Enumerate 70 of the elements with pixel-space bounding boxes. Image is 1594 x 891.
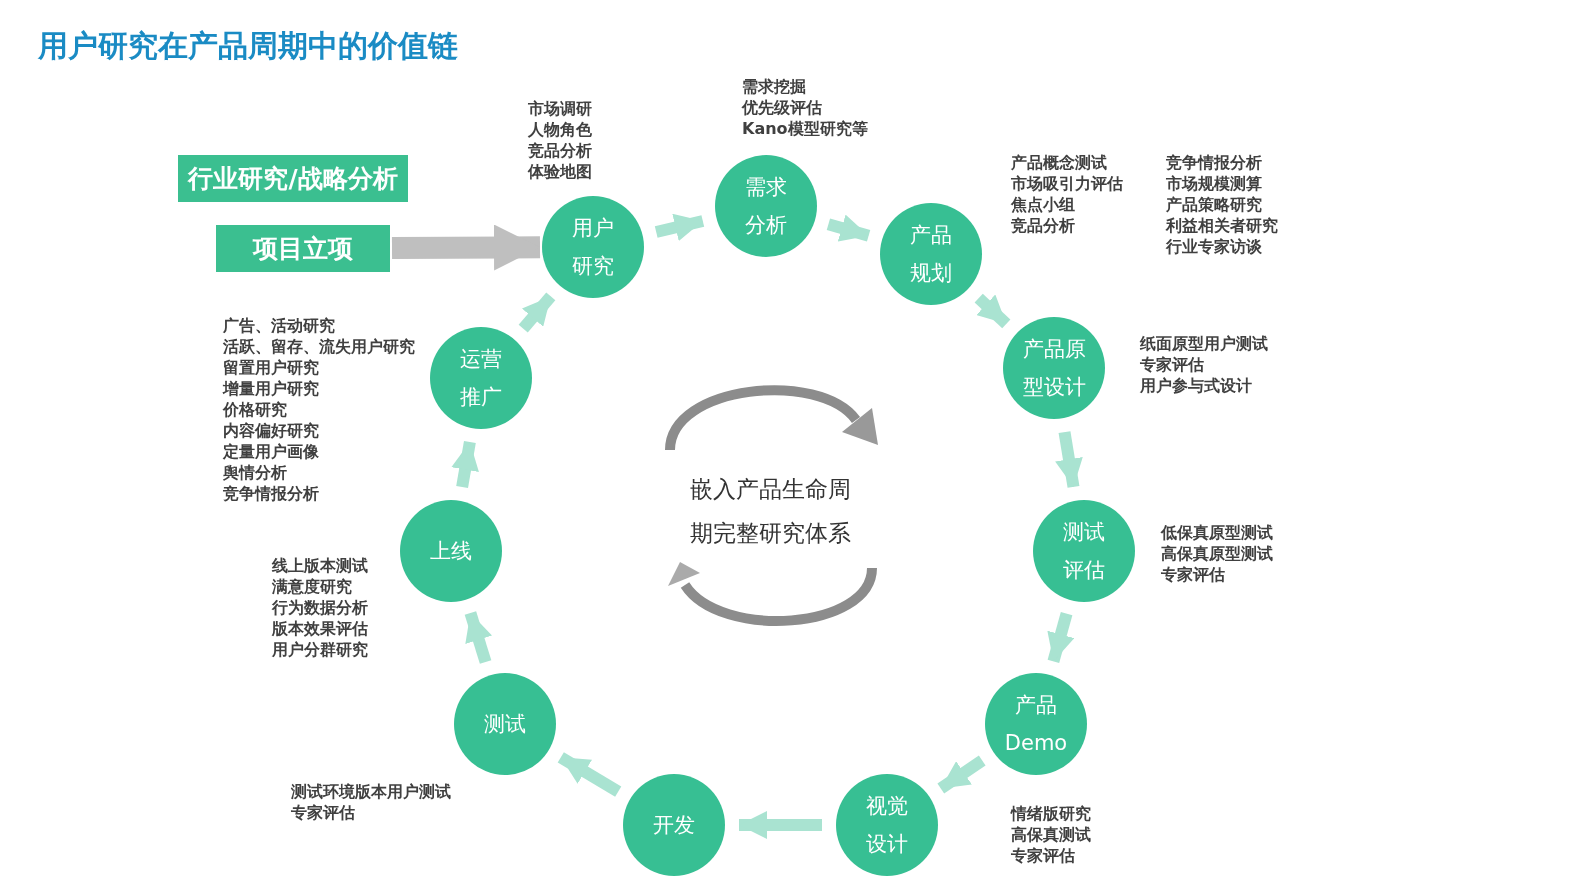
research-method-text: 利益相关者研究 [1166, 215, 1278, 236]
research-method-text: 高保真测试 [1011, 824, 1091, 845]
stage-label: 上线 [429, 538, 473, 565]
research-method-text: 测试环境版本用户测试 [291, 781, 451, 802]
center-caption: 嵌入产品生命周期完整研究体系 [688, 475, 852, 548]
research-method-text: 人物角色 [528, 119, 592, 140]
research-method-text: 竞品分析 [1011, 215, 1075, 236]
research-method-text: 需求挖掘 [742, 76, 806, 97]
research-method-text: 市场规模测算 [1166, 173, 1262, 194]
research-method-text: 内容偏好研究 [223, 420, 319, 441]
research-method-text: 产品概念测试 [1011, 152, 1107, 173]
stage-label: 项目立项 [253, 233, 353, 265]
research-method-text: 专家评估 [1140, 354, 1204, 375]
flow-arrow [518, 292, 556, 333]
stage-label: 产品原型设计 [1021, 336, 1087, 401]
flow-arrow [826, 214, 871, 242]
flow-arrow [937, 755, 986, 794]
stage-label: 测试评估 [1062, 519, 1106, 584]
research-method-text: 竞品分析 [528, 140, 592, 161]
research-method-text: 低保真原型测试 [1161, 522, 1273, 543]
research-method-text: 专家评估 [1161, 564, 1225, 585]
research-method-text: 优先级评估 [742, 97, 822, 118]
stage-label: 视觉设计 [865, 793, 909, 858]
stage-label: 用户研究 [571, 215, 615, 280]
research-method-text: 情绪版研究 [1011, 803, 1091, 824]
research-method-text: 市场吸引力评估 [1011, 173, 1123, 194]
research-method-text: 竞争情报分析 [1166, 152, 1262, 173]
flow-arrow [557, 752, 622, 797]
flow-arrow [451, 440, 479, 489]
research-method-text: 价格研究 [223, 399, 287, 420]
research-method-text: 用户参与式设计 [1140, 375, 1252, 396]
stage-label-box [216, 225, 390, 272]
research-method-text: 定量用户画像 [223, 441, 319, 462]
research-method-text: 广告、活动研究 [223, 315, 335, 336]
stage-label: 测试 [483, 711, 527, 738]
stage-label: 需求分析 [744, 174, 788, 239]
research-method-text: 增量用户研究 [223, 378, 319, 399]
research-method-text: 留置用户研究 [223, 357, 319, 378]
flow-arrow [1055, 431, 1083, 488]
research-method-text: 版本效果评估 [272, 618, 368, 639]
stage-label-box [178, 155, 408, 202]
research-method-text: 活跃、留存、流失用户研究 [223, 336, 415, 357]
research-method-text: 专家评估 [291, 802, 355, 823]
flow-arrow [391, 224, 541, 271]
research-method-text: 行为数据分析 [272, 597, 368, 618]
stage-label: 产品Demo [1003, 692, 1069, 757]
research-method-text: Kano模型研究等 [742, 118, 868, 139]
research-method-text: 市场调研 [528, 98, 592, 119]
stage-label: 运营推广 [459, 346, 503, 411]
research-method-text: 满意度研究 [272, 576, 352, 597]
research-method-text: 产品策略研究 [1166, 194, 1262, 215]
research-method-text: 用户分群研究 [272, 639, 368, 660]
flow-arrow [654, 213, 705, 242]
research-method-text: 专家评估 [1011, 845, 1075, 866]
research-method-text: 线上版本测试 [272, 555, 368, 576]
flow-arrow [1047, 612, 1075, 663]
research-method-text: 焦点小组 [1011, 194, 1075, 215]
flow-arrow [974, 293, 1011, 329]
research-method-text: 体验地图 [528, 161, 592, 182]
research-method-text: 竞争情报分析 [223, 483, 319, 504]
research-method-text: 纸面原型用户测试 [1140, 333, 1268, 354]
stage-label: 行业研究/战略分析 [188, 163, 398, 195]
research-method-text: 行业专家访谈 [1166, 236, 1262, 257]
stage-label: 产品规划 [909, 222, 953, 287]
diagram-title: 用户研究在产品周期中的价值链 [38, 27, 458, 65]
research-method-text: 高保真原型测试 [1161, 543, 1273, 564]
stage-label: 开发 [652, 812, 696, 839]
research-method-text: 舆情分析 [223, 462, 287, 483]
flow-arrow [739, 811, 822, 839]
flow-arrow [464, 611, 493, 664]
